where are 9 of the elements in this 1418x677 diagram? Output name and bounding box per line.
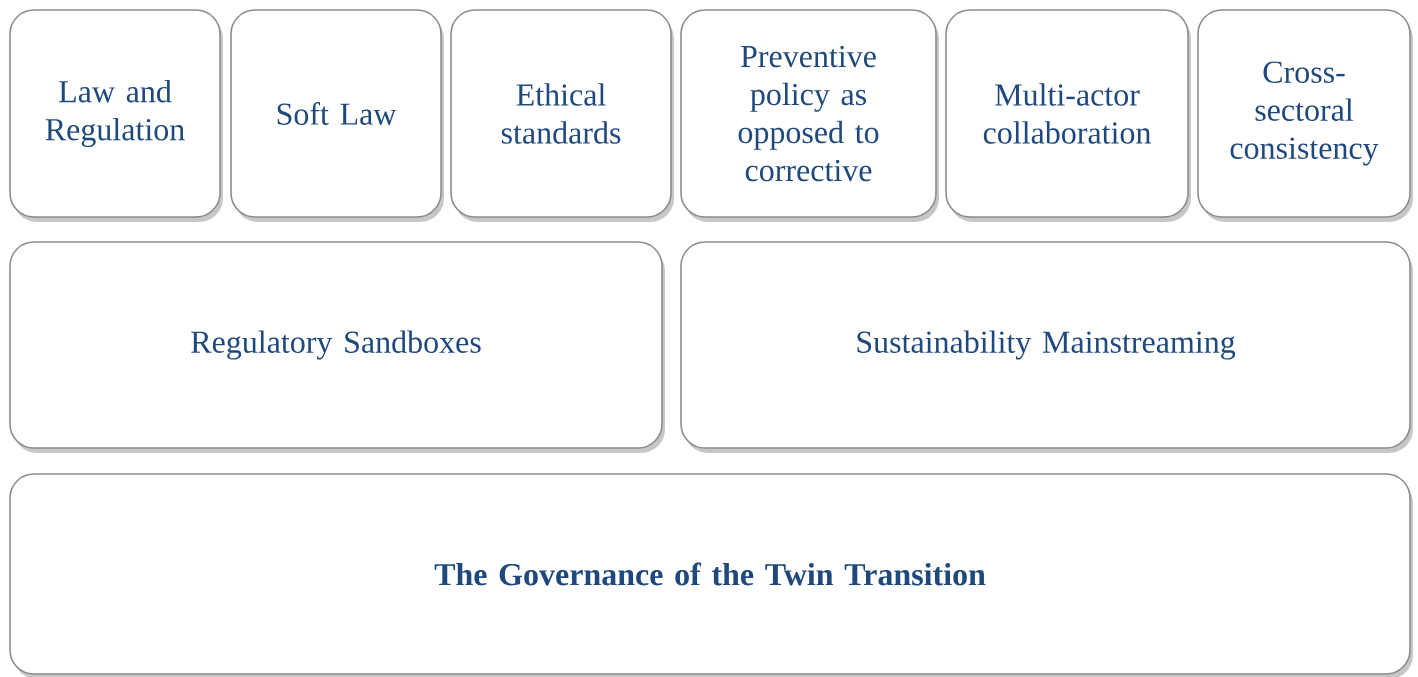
foundation-box: The Governance of the Twin Transition	[9, 473, 1413, 677]
pillar-box: Preventive policy as opposed to corrective	[680, 9, 939, 222]
pillar-box: Cross-sectoral consistency	[1197, 9, 1413, 222]
pillar-box: Soft Law	[230, 9, 444, 222]
band-box: Sustainability Mainstreaming	[680, 241, 1413, 453]
pillar-box: Law and Regulation	[9, 9, 223, 222]
pillar-box: Ethical standards	[450, 9, 674, 222]
pillar-box: Multi-actor collaboration	[945, 9, 1191, 222]
band-box: Regulatory Sandboxes	[9, 241, 665, 453]
